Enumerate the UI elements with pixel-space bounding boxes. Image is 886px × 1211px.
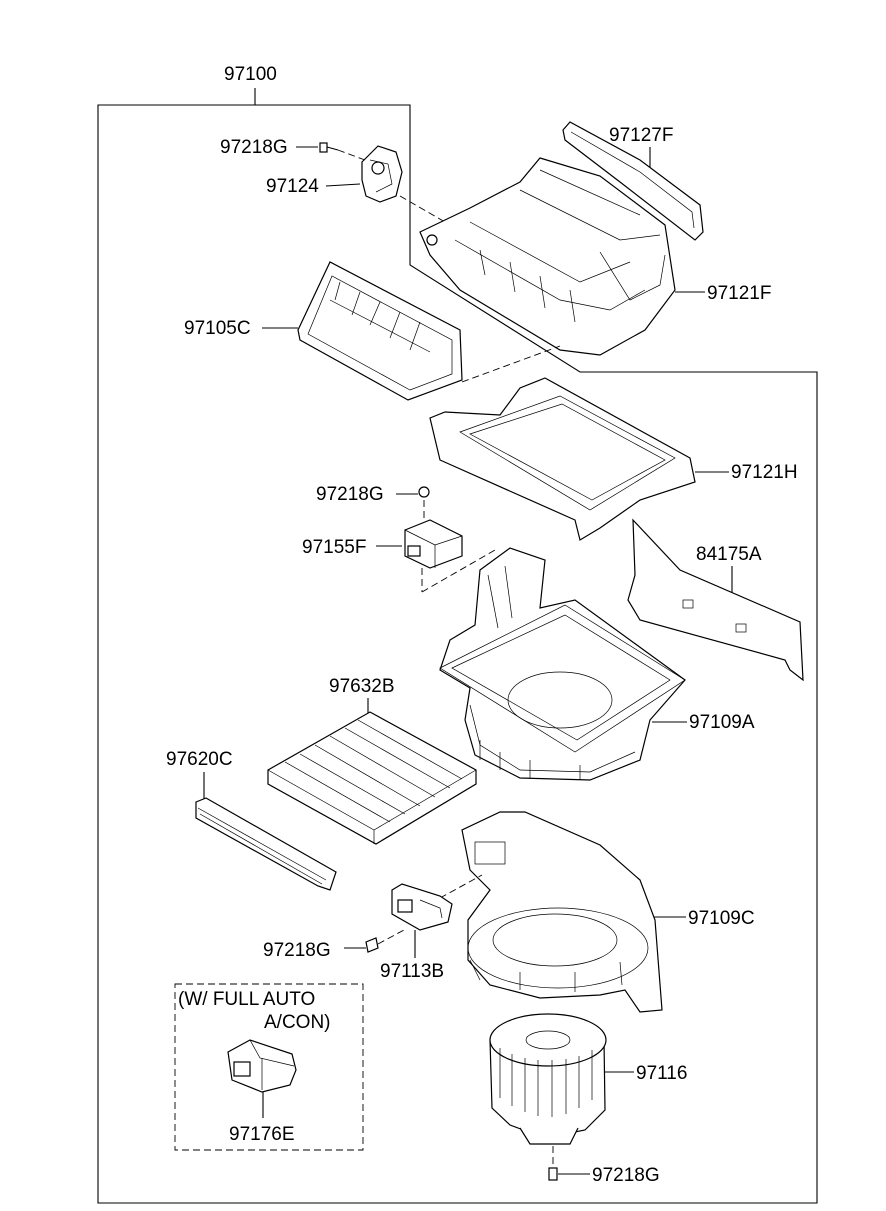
screw-resistor-part <box>365 929 405 953</box>
screw-top-part <box>319 142 366 161</box>
label-blower-lower: 97109C <box>688 908 755 929</box>
screw-bottom-part <box>548 1146 558 1181</box>
resistor-module-part <box>404 519 496 593</box>
label-seal-top: 97127F <box>609 125 673 146</box>
label-intake-case: 97121F <box>707 283 771 304</box>
label-filter-cover: 97620C <box>166 749 233 770</box>
option-box <box>174 983 364 1151</box>
blower-lower-part <box>439 811 663 1013</box>
label-screw-bottom: 97218G <box>592 1165 660 1186</box>
assembly-boundary <box>97 88 818 1204</box>
label-screw-mid: 97218G <box>316 484 384 505</box>
option-box-line1: (W/ FULL AUTO <box>178 989 315 1010</box>
auto-ac-resistor-part <box>227 1039 297 1093</box>
actuator-part <box>361 145 446 223</box>
label-auto-ac-resistor: 97176E <box>229 1124 295 1145</box>
label-screw-top: 97218G <box>220 137 288 158</box>
label-filter: 97632B <box>329 676 395 697</box>
intake-case-part <box>419 157 676 356</box>
door-part <box>297 261 561 401</box>
filter-cover-part <box>195 797 337 891</box>
label-duct-seal: 84175A <box>696 544 762 565</box>
lower-case-part <box>429 377 696 541</box>
label-97100: 97100 <box>224 64 277 85</box>
label-motor: 97116 <box>636 1063 687 1084</box>
label-resistor-module: 97155F <box>302 537 366 558</box>
seal-strip-part <box>562 121 704 241</box>
duct-seal-part <box>627 518 804 682</box>
screw-mid-part <box>418 486 430 520</box>
motor-part <box>489 1013 607 1145</box>
label-lower-case: 97121H <box>731 462 798 483</box>
option-box-line2: A/CON) <box>264 1012 331 1033</box>
resistor-part <box>391 883 453 931</box>
blower-upper-part <box>439 547 686 781</box>
filter-part <box>267 711 477 845</box>
label-screw-resistor: 97218G <box>263 940 331 961</box>
label-blower-upper: 97109A <box>689 712 755 733</box>
label-resistor: 97113B <box>380 961 444 982</box>
label-door: 97105C <box>184 318 251 339</box>
label-actuator: 97124 <box>266 176 319 197</box>
